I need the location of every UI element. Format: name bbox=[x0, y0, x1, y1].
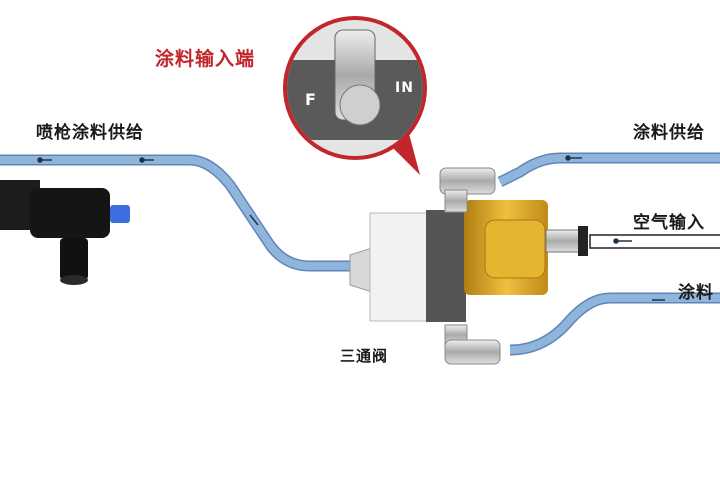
three-way-valve bbox=[349, 167, 588, 365]
flow-arrows bbox=[37, 155, 665, 301]
label-three-way-valve: 三通阀 bbox=[340, 347, 389, 365]
marking-in: IN bbox=[395, 80, 414, 96]
label-paint: 涂料 bbox=[678, 283, 714, 303]
spray-gun bbox=[0, 180, 130, 285]
air-input-tube bbox=[589, 234, 720, 249]
label-paint-supply: 涂料供给 bbox=[633, 123, 705, 143]
paint-input-callout bbox=[283, 16, 427, 175]
paint-pipes bbox=[0, 152, 720, 356]
label-air-input: 空气输入 bbox=[633, 213, 705, 233]
label-paint-input-end: 涂料输入端 bbox=[155, 48, 256, 70]
label-gun-paint-supply: 喷枪涂料供给 bbox=[36, 123, 144, 143]
marking-f: F bbox=[305, 90, 317, 109]
